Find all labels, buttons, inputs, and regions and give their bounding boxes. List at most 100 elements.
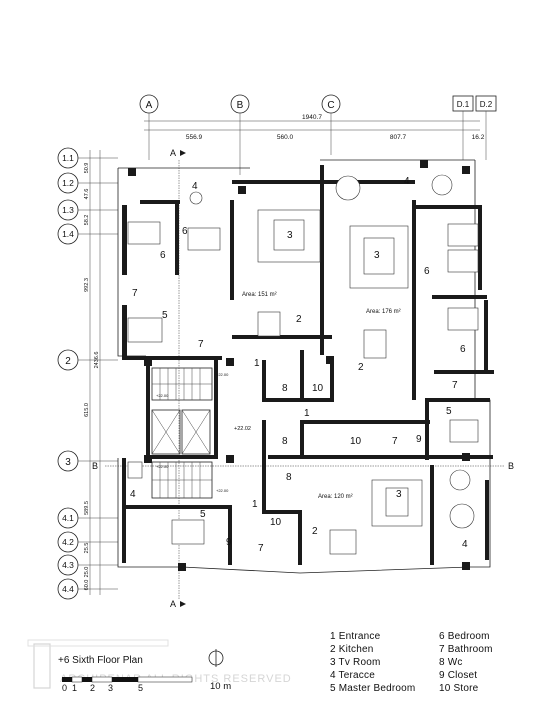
exterior-walls — [117, 159, 494, 574]
room-number: 4 — [462, 539, 468, 550]
scale-tick: 3 — [108, 683, 113, 693]
section-a-top: A — [170, 148, 176, 158]
top-dimensions: 1940.7 556.9 560.0 807.7 16.2 — [144, 114, 485, 141]
area-unit-1: Area: 151 m² — [242, 292, 277, 298]
dim-left-10: 60.0 — [84, 580, 90, 591]
room-number: 6 — [424, 266, 430, 277]
room-number: 3 — [287, 230, 293, 241]
area-unit-3: Area: 120 m² — [318, 494, 353, 500]
bed-icon — [447, 249, 479, 273]
grid-label-4-3: 4.3 — [62, 560, 74, 570]
room-number: 2 — [296, 314, 302, 325]
dining-table-icon — [257, 311, 281, 337]
room-legend: 1 Entrance 2 Kitchen 3 Tv Room 4 Teracce… — [330, 631, 493, 694]
room-number: 10 — [270, 517, 282, 528]
grid-label-c: C — [327, 100, 334, 111]
grid-label-d1: D.1 — [457, 100, 470, 109]
bed-icon — [171, 519, 205, 545]
bed-icon — [127, 317, 163, 343]
area-unit-2: Area: 176 m² — [366, 309, 401, 315]
grid-axis-d1: D.1 — [452, 95, 474, 160]
scale-tick: 0 — [62, 683, 67, 693]
legend-item: 4 Teracce — [330, 670, 375, 681]
grid-label-1-1: 1.1 — [62, 153, 74, 163]
room-number: 9 — [416, 434, 422, 445]
north-arrow-icon — [208, 649, 224, 667]
dim-left-2: 47.6 — [84, 189, 90, 200]
grid-axis-2: 2 — [57, 349, 118, 371]
scale-bar: 0 1 2 3 5 10 m — [62, 676, 231, 693]
dim-top-1: 556.9 — [186, 134, 203, 141]
level-stair-3: +22.00 — [156, 464, 169, 469]
legend-item: 9 Closet — [439, 670, 477, 681]
left-grid-axes: 1.1 1.2 1.3 1.4 2 3 4.1 4.2 4.3 4.4 — [57, 147, 118, 600]
room-number: 10 — [312, 383, 324, 394]
section-b-right: B — [508, 461, 514, 471]
room-number: 3 — [374, 250, 380, 261]
grid-axis-1-3: 1.3 — [57, 199, 118, 221]
furniture — [127, 174, 479, 555]
top-grid-axes: A B C D.1 D.2 — [139, 94, 497, 175]
grid-axis-1-2: 1.2 — [57, 172, 118, 194]
section-a-bottom: A — [170, 599, 176, 609]
grid-label-a: A — [146, 100, 153, 111]
scale-tick: 2 — [90, 683, 95, 693]
grid-label-2: 2 — [65, 356, 71, 367]
bed-icon — [447, 307, 479, 331]
room-number: 1 — [252, 499, 258, 510]
grid-label-d2: D.2 — [480, 100, 493, 109]
level-stair-2: +22.00 — [216, 372, 229, 377]
legend-item: 5 Master Bedroom — [330, 683, 415, 694]
room-number: 10 — [350, 436, 362, 447]
dim-top-2: 560.0 — [277, 134, 294, 141]
plant-icon — [127, 461, 143, 479]
grid-axis-3: 3 — [57, 450, 118, 472]
room-number: 3 — [396, 489, 402, 500]
scale-tick: 5 — [138, 683, 143, 693]
level-main: +22.02 — [234, 426, 251, 432]
level-stair-4: +22.00 — [216, 488, 229, 493]
area-labels: Area: 151 m² Area: 176 m² Area: 120 m² — [242, 292, 401, 500]
grid-axis-4-4: 4.4 — [57, 578, 118, 600]
legend-item: 7 Bathroom — [439, 644, 493, 655]
legend-item: 8 Wc — [439, 657, 463, 668]
left-dimensions: 50.9 47.6 58.2 992.3 2436.6 615.0 589.5 … — [84, 150, 101, 595]
room-number: 7 — [392, 436, 398, 447]
scale-tick: 1 — [72, 683, 77, 693]
room-number: 6 — [460, 344, 466, 355]
grid-axis-4-2: 4.2 — [57, 531, 118, 553]
legend-item: 10 Store — [439, 683, 479, 694]
grid-axis-c: C — [321, 94, 341, 155]
room-number: 8 — [286, 472, 292, 483]
legend-item: 6 Bedroom — [439, 631, 490, 642]
dim-left-6: 615.0 — [84, 403, 90, 417]
grid-label-1-2: 1.2 — [62, 178, 74, 188]
bed-icon — [187, 227, 221, 251]
terrace-table-icon — [189, 191, 203, 205]
scale-label: 10 m — [210, 681, 231, 692]
title-block: ARCHIPENAR ALL RIGHTS RESERVED +6 Sixth … — [27, 639, 291, 693]
dim-top-4: 16.2 — [472, 134, 485, 141]
section-markers: A A B B — [92, 148, 514, 609]
grid-axis-d2: D.2 — [475, 95, 497, 160]
grid-axis-b: B — [230, 94, 250, 175]
plan-title: +6 Sixth Floor Plan — [58, 655, 143, 666]
legend-item: 3 Tv Room — [330, 657, 381, 668]
room-number: 9 — [226, 537, 232, 548]
room-number: 2 — [358, 362, 364, 373]
bathtub-oval-icon — [449, 469, 471, 491]
terrace-table-icon — [449, 503, 475, 529]
dim-top-3: 807.7 — [390, 134, 407, 141]
dim-left-8: 25.5 — [84, 543, 90, 554]
grid-label-1-3: 1.3 — [62, 205, 74, 215]
room-number: 7 — [132, 288, 138, 299]
legend-item: 1 Entrance — [330, 631, 381, 642]
dim-left-9: 25.0 — [84, 567, 90, 578]
bed-icon — [447, 223, 479, 247]
room-number: 6 — [160, 250, 166, 261]
grid-axis-4-3: 4.3 — [57, 554, 118, 576]
room-number: 1 — [304, 408, 310, 419]
room-number: 8 — [282, 383, 288, 394]
grid-label-1-4: 1.4 — [62, 229, 74, 239]
